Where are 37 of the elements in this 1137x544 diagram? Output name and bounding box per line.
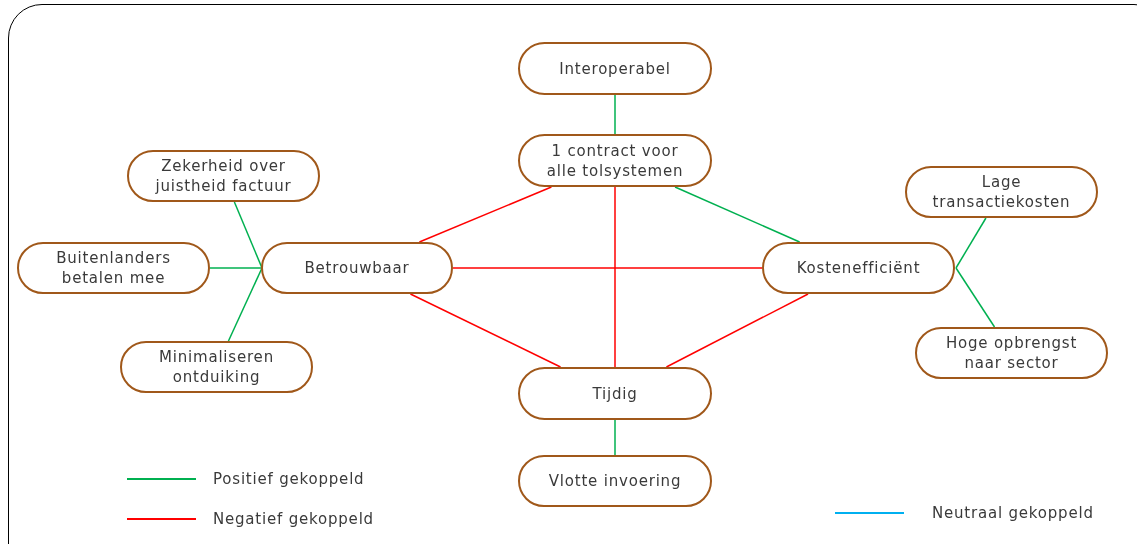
node-label: Hoge opbrengst naar sector: [944, 333, 1079, 373]
connector-line: [409, 293, 562, 368]
connector-line: [209, 267, 263, 269]
connector-line: [614, 186, 616, 368]
node-label: Zekerheid over juistheid factuur: [154, 156, 293, 196]
node-label: Interoperabel: [559, 58, 671, 79]
rounded-node: [915, 327, 1108, 379]
rounded-node: [17, 242, 210, 294]
node-label: Tijdig: [592, 383, 638, 404]
connector-line: [955, 217, 987, 269]
connector-line: [452, 267, 763, 269]
rounded-node: [905, 166, 1098, 218]
rounded-node: [518, 367, 712, 420]
rounded-node: [762, 242, 955, 294]
rounded-node: [518, 42, 712, 95]
node-label: Minimaliseren ontduiking: [158, 347, 275, 387]
legend-label: Negatief gekoppeld: [213, 510, 374, 528]
connector-line: [665, 293, 809, 368]
connector-line: [955, 267, 996, 328]
node-label: Buitenlanders betalen mee: [55, 248, 172, 288]
connector-line: [614, 419, 616, 456]
connector-line: [674, 186, 801, 243]
node-label: Vlotte invoering: [548, 471, 682, 491]
legend-label: Positief gekoppeld: [213, 470, 365, 488]
rounded-node: [127, 150, 320, 202]
node-label: 1 contract voor alle tolsystemen: [545, 140, 685, 181]
node-label: Kostenefficiënt: [796, 258, 921, 278]
rounded-node: [261, 242, 453, 294]
node-label: Lage transactiekosten: [931, 172, 1072, 212]
connector-line: [227, 267, 263, 342]
connector-line: [614, 94, 616, 135]
rounded-node: [518, 134, 712, 187]
node-label: Betrouwbaar: [304, 258, 410, 278]
legend-label: Neutraal gekoppeld: [932, 504, 1094, 522]
rounded-node: [518, 455, 712, 507]
connector-line: [418, 186, 553, 243]
rounded-node: [120, 341, 313, 393]
